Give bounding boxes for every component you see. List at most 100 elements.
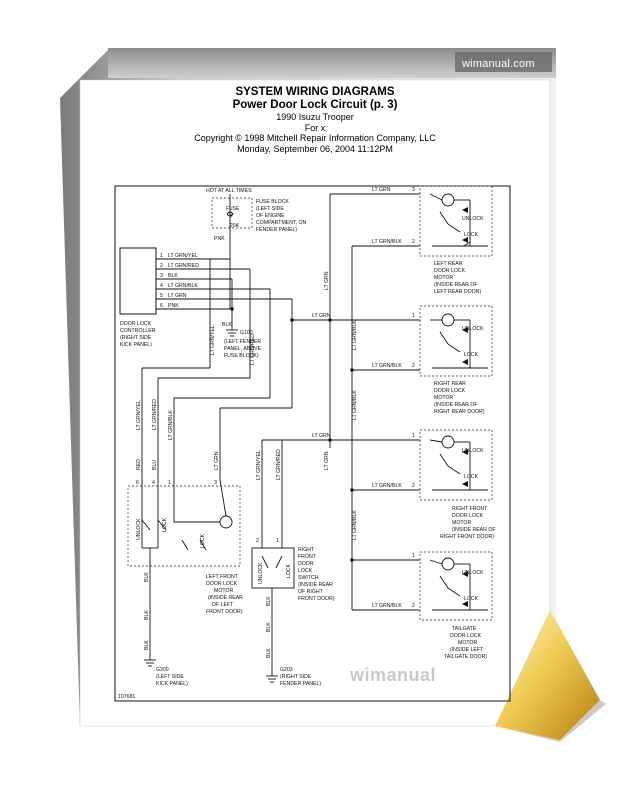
lf-motor-label-5: OF LEFT <box>212 602 234 608</box>
lr-pin-bot: 2 <box>412 239 415 245</box>
g200-desc-1: (LEFT SIDE <box>156 674 184 680</box>
rfs-unlock: UNLOCK <box>258 562 264 584</box>
vlabel-ltgrnyel: LT GRN/YEL <box>210 325 216 355</box>
fuse-block-line-3: OF ENGINE <box>256 213 285 219</box>
lf-blk-1: BLK <box>144 572 150 582</box>
doc-date: Monday, September 06, 2004 11:12PM <box>237 143 393 154</box>
rfs-blk-2: BLK <box>266 622 272 632</box>
g200-ground-symbol <box>144 640 156 667</box>
rf-lock: LOCK <box>464 474 479 480</box>
fuse-block-line-2: (LEFT SIDE <box>256 206 284 212</box>
curl-shadow <box>495 700 606 742</box>
rf-label-1: RIGHT FRONT <box>452 506 488 512</box>
controller-label-2: CONTROLLER <box>120 328 156 334</box>
g203-desc-2: FENDER PANEL) <box>280 681 321 687</box>
rfs-label-3: DOOR <box>298 561 314 567</box>
doc-title: SYSTEM WIRING DIAGRAMS <box>235 86 395 98</box>
header: SYSTEM WIRING DIAGRAMS Power Door Lock C… <box>80 86 550 154</box>
lf-blk-3: BLK <box>144 640 150 650</box>
fuse-block <box>211 194 253 260</box>
rfs-label-6: (INSIDE REAR <box>298 582 333 588</box>
lf-motor-label-3: MOTOR <box>214 588 233 594</box>
lr-unlock: UNLOCK <box>462 216 484 222</box>
tg-label-3: MOTOR <box>458 640 477 646</box>
right-front-switch <box>251 547 295 660</box>
lr-wire-bot: LT GRN/BLK <box>372 239 402 245</box>
door-lock-controller <box>119 247 292 315</box>
lr-label-1: LEFT REAR <box>434 261 463 267</box>
rf-pin-top: 1 <box>412 433 415 439</box>
tg-label-2: DOOR LOCK <box>450 633 482 639</box>
doc-vehicle: 1990 Isuzu Trooper <box>276 112 354 122</box>
vlabel-ltgrnblk: LT GRN/BLK <box>352 320 358 350</box>
lf-pin-3: 1 <box>168 480 171 486</box>
harness-wires <box>141 193 420 611</box>
lf-pin-4: 3 <box>214 480 217 486</box>
figure-id: 107681 <box>118 694 135 700</box>
rf-label-2: DOOR LOCK <box>452 513 484 519</box>
rfs-wire-1: LT GRN/YEL <box>256 450 262 480</box>
rf-label-4: (INSIDE REAR OF <box>452 527 496 533</box>
ctrl-wire-4: LT GRN/BLK <box>168 283 198 289</box>
ctrl-pin-5: 5 <box>160 293 163 299</box>
rr-label-5: RIGHT REAR DOOR) <box>434 409 485 415</box>
tg-label-4: (INSIDE LEFT <box>450 647 484 653</box>
rf-unlock: UNLOCK <box>462 448 484 454</box>
ctrl-pin-4: 4 <box>160 283 163 289</box>
g100-blk: BLK <box>222 322 232 328</box>
tg-label-5: TAILGATE DOOR) <box>444 654 487 660</box>
lf-pin-2: 4 <box>152 480 155 486</box>
lf-wire-1: LT GRN/YEL <box>136 400 142 430</box>
g100-desc-1: (LEFT FENDER <box>224 339 261 345</box>
fuse-label: FUSE <box>226 206 240 212</box>
brand-label: wimanual.com <box>462 58 535 70</box>
lf-lock: LOCK <box>162 517 168 532</box>
ctrl-wire-5: LT GRN <box>168 293 187 299</box>
fuse-number: 7 <box>230 214 233 220</box>
page-curl <box>495 610 600 740</box>
rfs-label-4: LOCK <box>298 568 313 574</box>
lr-pin-top: 3 <box>412 187 415 193</box>
lf-motor-label-2: DOOR LOCK <box>206 581 238 587</box>
rr-wire-top: LT GRN <box>312 313 331 319</box>
tg-lock: LOCK <box>464 596 479 602</box>
rfs-label-8: FRONT DOOR) <box>298 596 335 602</box>
lf-wire-4: LT GRN <box>214 451 220 470</box>
tg-wire-bot: LT GRN/BLK <box>372 603 402 609</box>
ctrl-wire-3: BLK <box>168 273 178 279</box>
rr-label-3: MOTOR <box>434 395 453 401</box>
rfs-blk-3: BLK <box>266 648 272 658</box>
fuse-amp: 20A <box>230 223 240 229</box>
fuse-hot-label: HOT AT ALL TIMES <box>206 188 252 194</box>
rr-pin-top: 1 <box>412 313 415 319</box>
lr-label-5: LEFT REAR DOOR) <box>434 289 481 295</box>
g203-ground-symbol <box>266 660 278 683</box>
doc-subtitle: Power Door Lock Circuit (p. 3) <box>232 99 398 111</box>
diodes <box>462 207 468 607</box>
ctrl-pin-6: 6 <box>160 303 163 309</box>
rr-label-4: (INSIDE REAR OF <box>434 402 478 408</box>
ctrl-pin-3: 3 <box>160 273 163 279</box>
lr-lock: LOCK <box>464 232 479 238</box>
lr-label-4: (INSIDE REAR OF <box>434 282 478 288</box>
rr-unlock: UNLOCK <box>462 326 484 332</box>
rr-lock: LOCK <box>464 352 479 358</box>
tg-unlock: UNLOCK <box>462 570 484 576</box>
vlabel-ltgrnblk-3: LT GRN/BLK <box>352 510 358 540</box>
rfs-pin-2: 1 <box>276 538 279 544</box>
brand-bar <box>455 52 552 72</box>
rf-wire-top: LT GRN <box>312 433 331 439</box>
g100-name: G100 <box>240 330 253 336</box>
g200-name: G200 <box>156 667 169 673</box>
rfs-label-1: RIGHT <box>298 547 315 553</box>
rf-label-3: MOTOR <box>452 520 471 526</box>
lf-motor-label-1: LEFT FRONT <box>206 574 239 580</box>
g100-desc-3: FUSE BLOCK) <box>224 353 259 359</box>
rfs-label-2: FRONT <box>298 554 317 560</box>
ctrl-pin-2: 2 <box>160 263 163 269</box>
rr-pin-bot: 2 <box>412 363 415 369</box>
lr-wire-top: LT GRN <box>372 187 391 193</box>
lf-color-1: RED <box>136 459 142 470</box>
rf-label-5: RIGHT FRONT DOOR) <box>440 534 494 540</box>
rfs-pin-1: 2 <box>256 538 259 544</box>
